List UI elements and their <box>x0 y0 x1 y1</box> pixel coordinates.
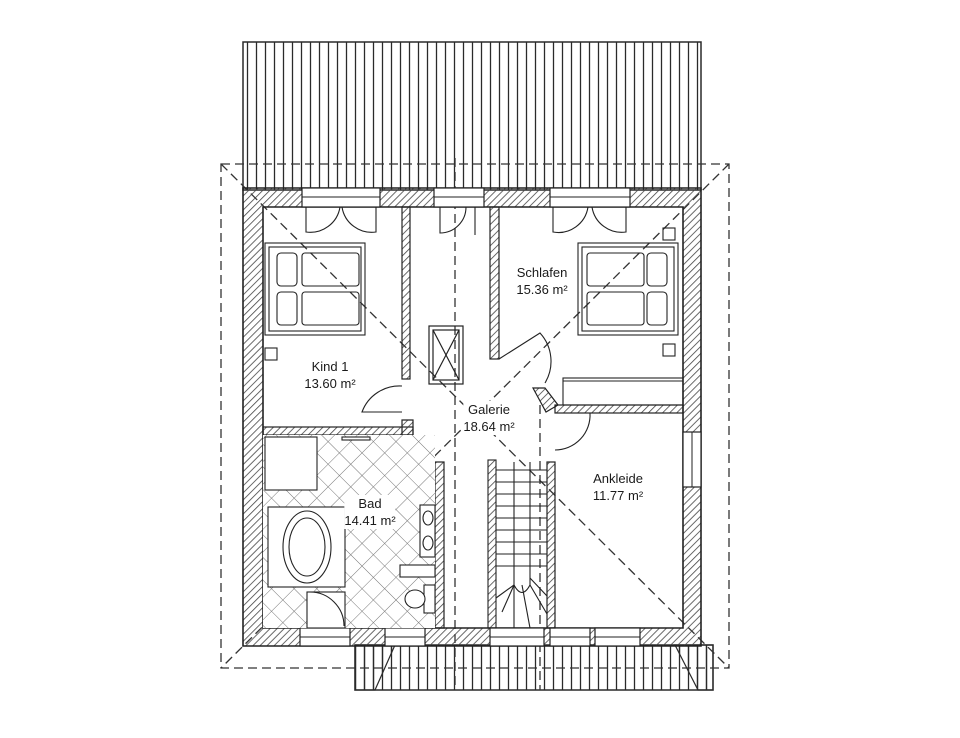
room-label-galerie: Galerie 18.64 m² <box>463 401 515 435</box>
room-area-galerie: 18.64 m² <box>463 419 515 434</box>
room-name-schlafen: Schlafen <box>516 265 568 280</box>
skylight <box>428 325 464 385</box>
room-name-bad: Bad <box>358 496 382 511</box>
staircase <box>487 459 548 629</box>
room-name-kind1: Kind 1 <box>311 359 349 374</box>
bathroom-fixtures <box>264 436 436 629</box>
wardrobe-schlafen <box>562 377 684 406</box>
room-label-ankleide: Ankleide 11.77 m² <box>593 470 643 504</box>
room-area-kind1: 13.60 m² <box>304 376 356 391</box>
bed-kind1 <box>264 242 366 361</box>
room-label-schlafen: Schlafen 15.36 m² <box>516 264 567 298</box>
roof-top <box>242 41 702 191</box>
room-name-galerie: Galerie <box>468 402 510 417</box>
room-area-ankleide: 11.77 m² <box>592 488 644 503</box>
outer-walls <box>242 187 702 647</box>
balcony-door-left <box>305 206 377 233</box>
room-area-schlafen: 15.36 m² <box>516 282 568 297</box>
room-label-kind1: Kind 1 13.60 m² <box>304 358 355 392</box>
room-label-bad: Bad 14.41 m² <box>344 495 396 529</box>
bed-schlafen <box>577 227 679 357</box>
room-name-ankleide: Ankleide <box>593 471 643 486</box>
balcony-door-right <box>552 206 627 234</box>
room-area-bad: 14.41 m² <box>344 513 396 528</box>
interior-walls <box>262 206 684 629</box>
